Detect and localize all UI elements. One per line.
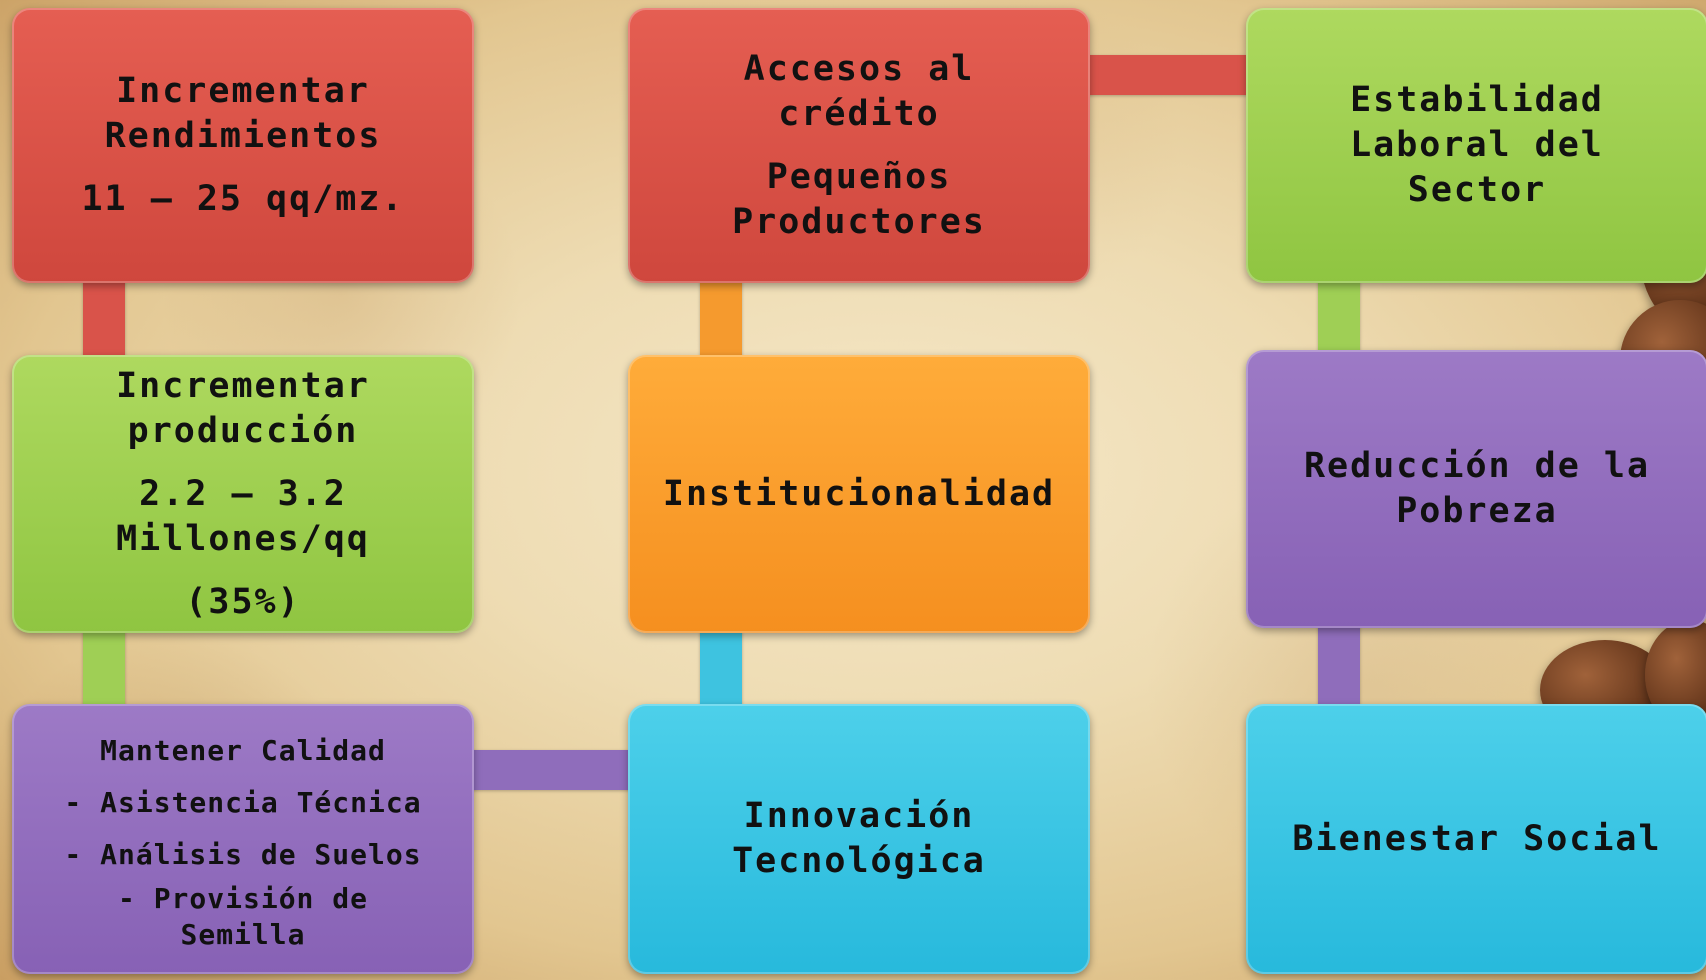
node-label: Laboral del <box>1350 125 1604 165</box>
node-title: Incrementar <box>116 71 370 111</box>
node-bienestar-social: Bienestar Social <box>1246 704 1706 974</box>
node-percent: (35%) <box>185 581 301 622</box>
node-bullet: - Provisión de <box>117 882 368 915</box>
node-label: Sector <box>1407 170 1547 210</box>
node-title: Accesos al <box>743 48 975 89</box>
node-subtitle: Productores <box>732 201 986 242</box>
node-label: Institucionalidad <box>662 473 1056 514</box>
node-mantener-calidad: Mantener Calidad - Asistencia Técnica - … <box>12 704 474 974</box>
node-label: Innovación <box>743 796 975 836</box>
node-institucionalidad: Institucionalidad <box>628 355 1090 633</box>
node-label: Pobreza <box>1396 491 1558 531</box>
node-innovacion-tecnologica: Innovación Tecnológica <box>628 704 1090 974</box>
connector-pobreza-bienestar <box>1318 620 1360 710</box>
node-incrementar-rendimientos: Incrementar Rendimientos 11 – 25 qq/mz. <box>12 8 474 283</box>
connector-estabilidad-pobreza <box>1318 280 1360 360</box>
node-subtitle: Pequeños <box>766 156 952 197</box>
node-label: Reducción de la <box>1303 446 1651 486</box>
node-label: Estabilidad <box>1350 80 1604 120</box>
node-bullet: Semilla <box>180 918 306 951</box>
node-title: crédito <box>778 93 940 134</box>
node-value: Millones/qq <box>116 518 370 559</box>
node-title: Rendimientos <box>104 116 382 156</box>
node-estabilidad-laboral: Estabilidad Laboral del Sector <box>1246 8 1706 283</box>
node-bullet: - Análisis de Suelos <box>64 838 422 871</box>
connector-produccion-calidad <box>83 630 125 710</box>
node-title: Incrementar <box>116 365 370 406</box>
node-label: Tecnológica <box>732 841 986 881</box>
node-bullet: - Asistencia Técnica <box>64 786 422 819</box>
connector-calidad-innovacion <box>470 750 630 790</box>
node-title: Mantener Calidad <box>100 734 386 767</box>
node-title: producción <box>127 410 359 451</box>
node-accesos-credito: Accesos al crédito Pequeños Productores <box>628 8 1090 283</box>
node-value: 11 – 25 qq/mz. <box>81 179 405 219</box>
connector-credito-estabilidad <box>1085 55 1250 95</box>
connector-rendimientos-produccion <box>83 280 125 360</box>
connector-institucionalidad-credito <box>700 280 742 360</box>
node-reduccion-pobreza: Reducción de la Pobreza <box>1246 350 1706 628</box>
node-value: 2.2 – 3.2 <box>139 473 347 514</box>
connector-innovacion-institucionalidad <box>700 630 742 710</box>
node-label: Bienestar Social <box>1292 818 1662 859</box>
node-incrementar-produccion: Incrementar producción 2.2 – 3.2 Millone… <box>12 355 474 633</box>
